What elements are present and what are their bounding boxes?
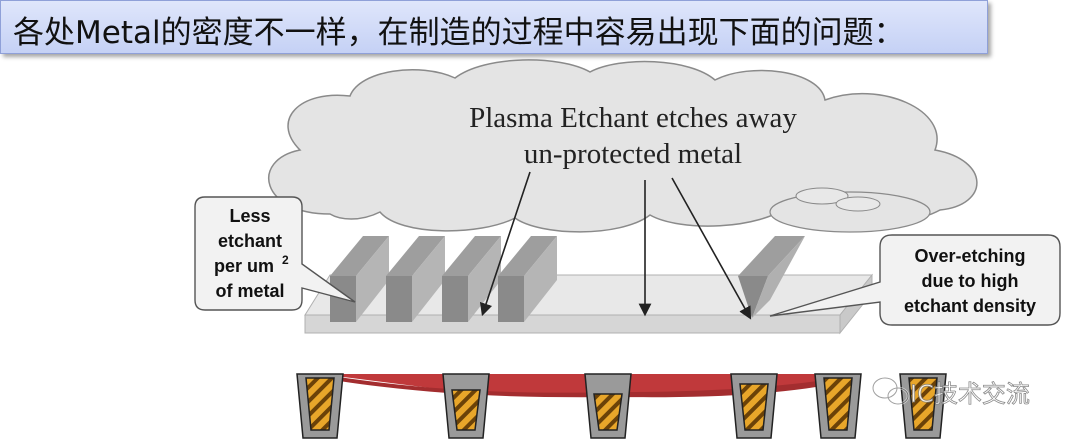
wechat-icon bbox=[871, 376, 910, 406]
callout-right: Over-etching due to high etchant density bbox=[769, 234, 1061, 326]
callout-left-line4: of metal bbox=[215, 281, 284, 301]
etch-arrows bbox=[479, 171, 752, 320]
callout-left-superscript: 2 bbox=[282, 253, 289, 267]
metal-trench bbox=[296, 373, 344, 439]
watermark: IC技术交流 bbox=[871, 376, 1030, 408]
metal-trench bbox=[442, 373, 490, 439]
callout-left-line3: per um bbox=[214, 256, 274, 276]
metal-line bbox=[442, 236, 501, 322]
callout-left-line1: Less bbox=[229, 206, 270, 226]
callout-right-line2: due to high bbox=[922, 271, 1019, 291]
cross-section bbox=[296, 373, 947, 439]
metal-trench bbox=[814, 373, 862, 439]
metal-line bbox=[498, 236, 557, 322]
callout-right-line3: etchant density bbox=[904, 296, 1036, 316]
metal-trench bbox=[584, 373, 632, 439]
callout-left-line2: etchant bbox=[218, 231, 282, 251]
cloud-text-line1: Plasma Etchant etches away bbox=[469, 102, 797, 134]
callout-right-line1: Over-etching bbox=[914, 246, 1025, 266]
metal-line bbox=[386, 236, 445, 322]
title-bar: 各处Metal的密度不一样，在制造的过程中容易出现下面的问题： bbox=[0, 0, 988, 54]
cloud-text-line2: un-protected metal bbox=[524, 138, 742, 170]
metal-trench bbox=[899, 373, 947, 439]
metal-line-over-etched bbox=[738, 236, 805, 318]
callout-left: Less etchant per um 2 of metal bbox=[194, 196, 356, 311]
metal-trench bbox=[730, 373, 778, 439]
watermark-text: IC技术交流 bbox=[910, 380, 1030, 408]
cloud bbox=[268, 59, 978, 233]
page-title: 各处Metal的密度不一样，在制造的过程中容易出现下面的问题： bbox=[13, 15, 905, 51]
